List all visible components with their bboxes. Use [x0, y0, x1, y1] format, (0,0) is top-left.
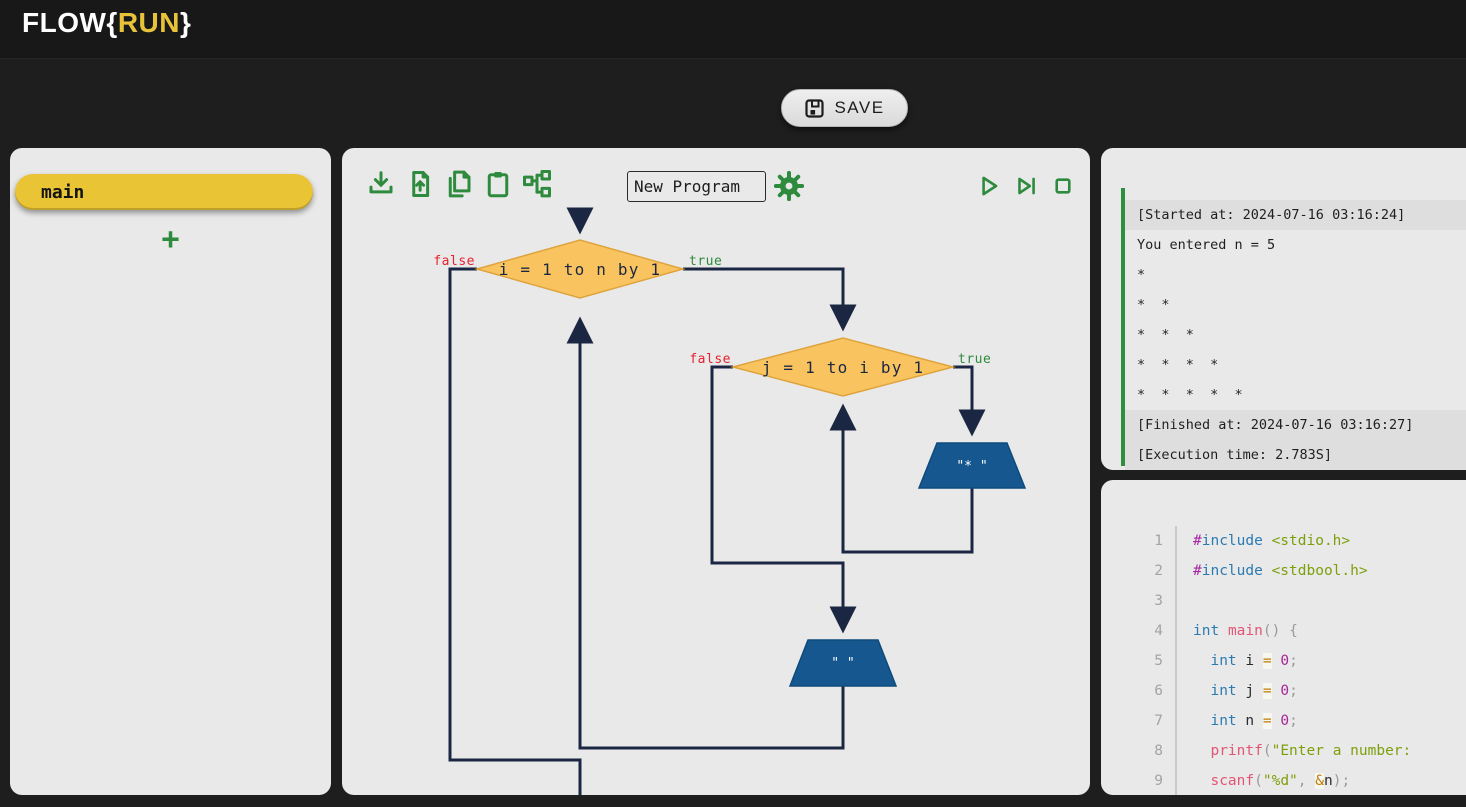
node-output-space-label: " " — [831, 656, 854, 671]
flowchart-canvas[interactable]: i = 1 to n by 1 false true j = 1 to i by… — [342, 148, 1090, 795]
save-button[interactable]: SAVE — [781, 89, 908, 127]
code-line: 1 #include <stdio.h> — [1119, 526, 1466, 556]
output-console: [Started at: 2024-07-16 03:16:24] You ent… — [1121, 188, 1466, 470]
code-line: 2 #include <stdbool.h> — [1119, 556, 1466, 586]
node-output-star-label: "* " — [956, 459, 987, 474]
node-inner-loop[interactable]: j = 1 to i by 1 — [730, 337, 956, 397]
code-line: 9 scanf("%d", &n); — [1119, 766, 1466, 795]
code-line: 3 — [1119, 586, 1466, 616]
add-function-button[interactable]: + — [161, 222, 180, 257]
flowrun-logo: FLOW{RUN} — [22, 7, 191, 39]
code-line: 7 int n = 0; — [1119, 706, 1466, 736]
code-line-text: int j = 0; — [1210, 683, 1298, 699]
console-system-line: [Finished at: 2024-07-16 03:16:27] — [1125, 410, 1466, 440]
upload-file-icon[interactable] — [405, 169, 435, 199]
editor-toolbar — [366, 169, 552, 199]
node-output-space[interactable]: " " — [788, 639, 898, 687]
edge-outer-false-exit — [448, 267, 582, 795]
run-icon[interactable] — [976, 173, 1002, 199]
console-system-line: [Execution time: 2.783S] — [1125, 440, 1466, 470]
outer-false-label: false — [433, 254, 475, 269]
code-line-text: int n = 0; — [1210, 713, 1298, 729]
code-line-text: #include <stdio.h> — [1193, 533, 1351, 549]
code-line-number: 9 — [1119, 766, 1177, 795]
function-main-button[interactable]: main — [15, 174, 313, 210]
node-output-star[interactable]: "* " — [917, 442, 1027, 489]
code-line-number: 7 — [1119, 706, 1177, 736]
node-outer-loop[interactable]: i = 1 to n by 1 — [474, 239, 686, 299]
code-line-number: 5 — [1119, 646, 1177, 676]
console-output-line: * * — [1137, 297, 1170, 313]
console-output-line: * * * * * — [1137, 387, 1243, 403]
top-nav: FLOW{RUN} CODE EXPLORE BLOG DOCS — [0, 0, 1466, 59]
code-line-number: 4 — [1119, 616, 1177, 646]
edge-inner-false — [710, 365, 857, 634]
settings-gear-icon[interactable] — [774, 171, 804, 201]
code-line: 5 int i = 0; — [1119, 646, 1466, 676]
generated-code-panel: 1 #include <stdio.h> 2 #include <stdbool.h>… — [1101, 480, 1466, 795]
console-output-line: You entered n = 5 — [1137, 237, 1276, 253]
program-name-input[interactable] — [627, 171, 766, 202]
console-output-line: * * * * — [1137, 357, 1219, 373]
functions-sidebar: main + — [10, 148, 331, 795]
copy-icon[interactable] — [444, 169, 474, 199]
code-line-text — [1177, 586, 1193, 616]
console-system-line: [Started at: 2024-07-16 03:16:24] — [1125, 200, 1466, 230]
stop-icon[interactable] — [1050, 173, 1076, 199]
inner-true-label: true — [958, 352, 991, 367]
edge-inner-true — [953, 365, 986, 437]
code-line-text: #include <stdbool.h> — [1193, 563, 1368, 579]
code-line-number: 8 — [1119, 736, 1177, 766]
console-output-line: * — [1137, 267, 1146, 283]
code-line-text: scanf("%d", &n); — [1210, 773, 1351, 789]
code-line-number: 2 — [1119, 556, 1177, 586]
generated-code: 1 #include <stdio.h> 2 #include <stdbool.h>… — [1119, 526, 1466, 795]
flowchart-editor-panel: i = 1 to n by 1 false true j = 1 to i by… — [342, 148, 1090, 795]
logo-run: RUN — [117, 7, 180, 38]
logo-brace-open: { — [106, 7, 118, 38]
outer-true-label: true — [689, 254, 722, 269]
inner-false-label: false — [689, 352, 731, 367]
step-icon[interactable] — [1013, 173, 1039, 199]
code-line: 6 int j = 0; — [1119, 676, 1466, 706]
code-line-text: printf("Enter a number: — [1210, 743, 1420, 759]
function-graph-icon[interactable] — [522, 169, 552, 199]
logo-brace-close: } — [180, 7, 192, 38]
floppy-disk-icon — [805, 98, 825, 118]
save-label: SAVE — [834, 98, 885, 117]
download-icon[interactable] — [366, 169, 396, 199]
console-output-line: * * * — [1137, 327, 1194, 343]
edge-outer-loopback — [566, 316, 845, 750]
run-controls — [976, 173, 1076, 199]
function-main-label: main — [41, 181, 85, 203]
code-line-text: int main() { — [1193, 623, 1298, 639]
code-line: 8 printf("Enter a number: — [1119, 736, 1466, 766]
logo-flow: FLOW — [22, 7, 107, 38]
code-line-text: int i = 0; — [1210, 653, 1298, 669]
edge-inner-loopback — [829, 403, 974, 554]
node-inner-loop-label: j = 1 to i by 1 — [762, 358, 925, 377]
output-console-panel: [Started at: 2024-07-16 03:16:24] You ent… — [1101, 148, 1466, 470]
code-line-number: 6 — [1119, 676, 1177, 706]
code-line-number: 1 — [1119, 526, 1177, 556]
code-line: 4 int main() { — [1119, 616, 1466, 646]
paste-icon[interactable] — [483, 169, 513, 199]
edge-outer-true — [683, 267, 857, 332]
node-outer-loop-label: i = 1 to n by 1 — [499, 260, 662, 279]
code-line-number: 3 — [1119, 586, 1177, 616]
